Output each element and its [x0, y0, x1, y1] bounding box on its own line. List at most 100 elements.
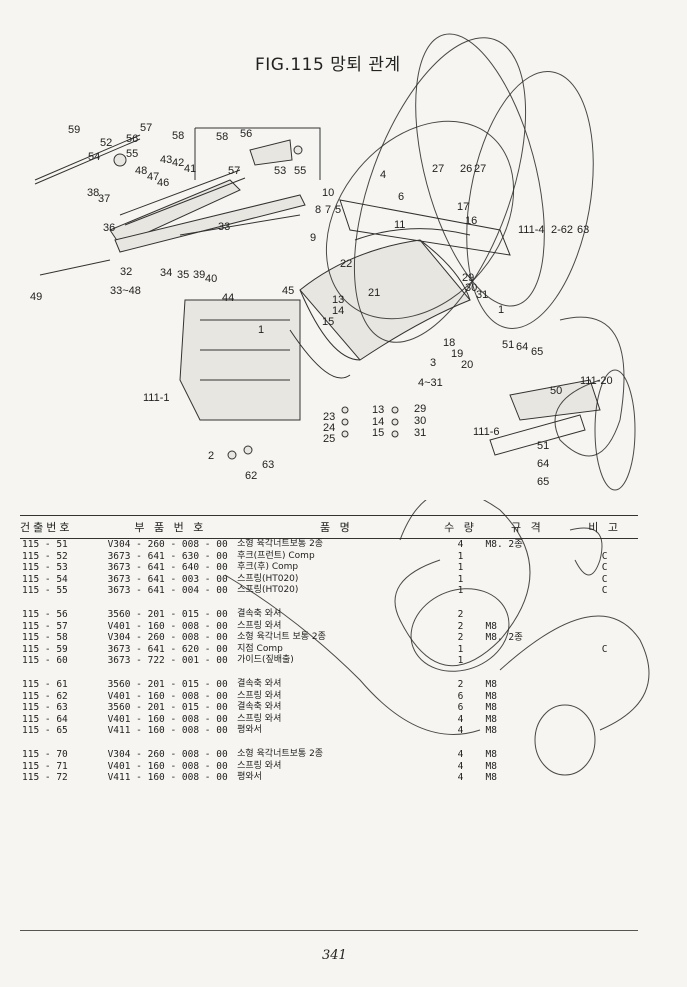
cell-part-number: 3673 - 641 - 004 - 00 — [107, 585, 228, 597]
callout: 43 — [160, 154, 172, 166]
callout: 65 — [531, 346, 543, 358]
cell-remarks — [571, 632, 638, 644]
callout: 27 — [432, 163, 444, 175]
callout: 27 — [474, 163, 486, 175]
callout: 56 — [126, 133, 138, 145]
callout: 64 — [516, 341, 528, 353]
cell-remarks — [571, 621, 638, 633]
callout: 24 — [323, 422, 335, 434]
cell-part-number: V401 - 160 - 008 - 00 — [107, 713, 228, 725]
cell-part-name: 가이드(짚배출) — [237, 655, 294, 666]
callout: 22 — [340, 258, 352, 270]
cell-part-number: 3673 - 641 - 003 - 00 — [107, 573, 228, 585]
header-part-name: 품 명 — [235, 515, 438, 539]
callout: 1 — [498, 304, 504, 316]
callout: 53 — [274, 165, 286, 177]
callout: 59 — [68, 124, 80, 136]
cell-remarks: C — [601, 573, 608, 585]
cell-part-number: 3673 - 641 - 630 - 00 — [107, 550, 228, 562]
cell-ref-no: 115 - 54 — [22, 573, 68, 585]
cell-ref-no: 115 - 63 — [22, 702, 68, 714]
cell-part-number: V401 - 160 - 008 - 00 — [107, 620, 228, 632]
cell-spec — [484, 609, 572, 621]
cell-part-name: 평와서 — [237, 725, 262, 736]
callout: 55 — [294, 165, 306, 177]
cell-quantity: 1 — [457, 585, 464, 597]
cell-ref-no: 115 - 62 — [22, 690, 68, 702]
callout: 47 — [147, 171, 159, 183]
cell-ref-no: 115 - 58 — [22, 632, 68, 644]
cell-remarks — [571, 655, 638, 667]
cell-spec: M8 — [485, 748, 497, 760]
callout: 18 — [443, 337, 455, 349]
callout: 2-62 — [551, 224, 573, 236]
callout: 111-1 — [143, 392, 170, 404]
callout: 65 — [537, 476, 549, 488]
callout: 52 — [100, 137, 112, 149]
cell-part-number: 3673 - 641 - 620 - 00 — [107, 643, 228, 655]
callout: 10 — [322, 187, 334, 199]
callout: 62 — [245, 470, 257, 482]
callout: 4~31 — [418, 377, 443, 389]
callout: 111-6 — [473, 426, 500, 438]
drum-assembly — [299, 199, 511, 361]
cell-spec: M8. 2종 — [485, 539, 523, 550]
callout: 55 — [126, 148, 138, 160]
callout: 21 — [368, 287, 380, 299]
callout: 20 — [461, 359, 473, 371]
callout: 2 — [208, 450, 214, 462]
group-spacer — [20, 667, 638, 679]
callout: 40 — [205, 273, 217, 285]
cell-part-name: 결속축 와셔 — [237, 608, 282, 619]
callout: 6 — [398, 191, 404, 203]
cell-part-number: V401 - 160 - 008 - 00 — [107, 690, 228, 702]
cell-remarks — [571, 539, 638, 551]
callout-labels: 59 52 56 57 58 54 43 42 41 55 48 47 46 3… — [30, 122, 613, 488]
callout: 14 — [332, 305, 344, 317]
cell-remarks — [571, 749, 638, 761]
cell-part-name: 지점 Comp — [237, 643, 283, 654]
cell-remarks: C — [601, 562, 608, 574]
cell-spec: M8 — [485, 620, 497, 632]
cell-part-name: 결속축 와셔 — [237, 678, 282, 689]
cell-remarks — [571, 609, 638, 621]
cell-part-number: 3560 - 201 - 015 - 00 — [107, 608, 228, 620]
callout: 4 — [380, 169, 386, 181]
cell-spec — [484, 655, 572, 667]
callout: 49 — [30, 291, 42, 303]
cell-quantity: 6 — [457, 690, 464, 702]
cell-quantity: 4 — [457, 713, 464, 725]
callout: 111-4 — [518, 224, 545, 236]
cell-quantity: 4 — [457, 539, 464, 550]
cell-remarks — [571, 761, 638, 773]
cell-part-name: 소형 육각너트보통 2종 — [237, 539, 324, 549]
callout: 25 — [323, 433, 335, 445]
cell-ref-no: 115 - 64 — [22, 713, 68, 725]
cell-ref-no: 115 - 57 — [22, 620, 68, 632]
cell-ref-no: 115 - 60 — [22, 655, 68, 667]
cell-spec — [484, 644, 572, 656]
cell-ref-no: 115 - 59 — [22, 643, 68, 655]
cell-quantity: 2 — [457, 632, 464, 644]
callout: 31 — [476, 289, 488, 301]
header-part-number: 부 품 번 호 — [105, 515, 236, 539]
cell-ref-no: 115 - 53 — [22, 562, 68, 574]
cell-part-number: 3673 - 641 - 640 - 00 — [107, 562, 228, 574]
callout: 45 — [282, 285, 294, 297]
cell-quantity: 1 — [457, 550, 464, 562]
cell-part-number: V401 - 160 - 008 - 00 — [107, 760, 228, 772]
callout: 17 — [457, 201, 469, 213]
cell-part-name: 소형 육각너트보통 2종 — [237, 748, 324, 759]
callout: 32 — [120, 266, 132, 278]
cell-remarks — [571, 772, 638, 784]
callout: 13 — [332, 294, 344, 306]
cell-spec: M8 — [485, 725, 497, 737]
